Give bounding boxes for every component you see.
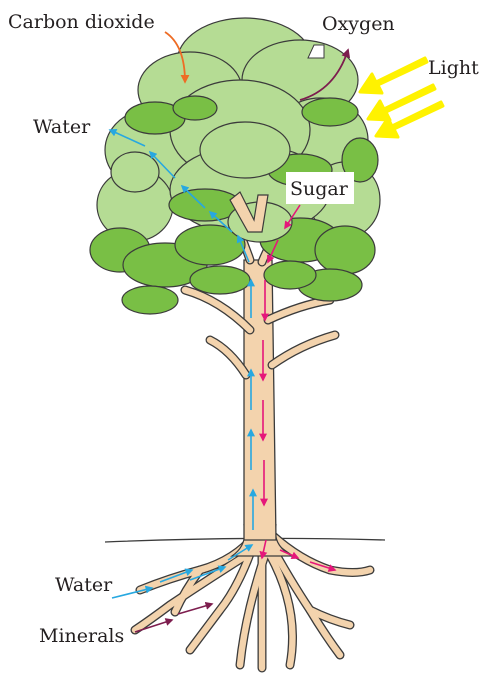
- water-label-bottom: Water: [55, 574, 113, 596]
- sugar-label: Sugar: [290, 178, 349, 200]
- roots: [135, 525, 370, 668]
- minerals-label: Minerals: [39, 625, 124, 647]
- water-label-top: Water: [33, 116, 91, 138]
- carbon-dioxide-label: Carbon dioxide: [8, 11, 155, 33]
- tree-canopy: [90, 18, 380, 314]
- oxygen-label: Oxygen: [322, 13, 395, 35]
- light-label: Light: [428, 57, 479, 79]
